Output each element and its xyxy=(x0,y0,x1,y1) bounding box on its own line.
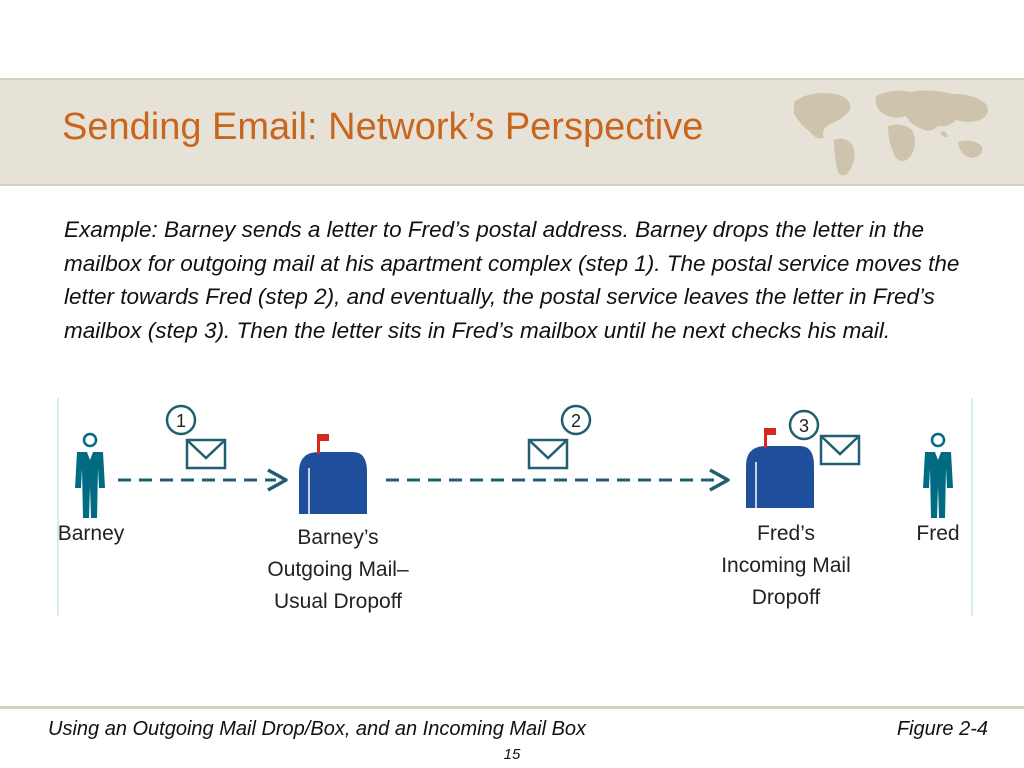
envelope-icon-step-1 xyxy=(185,438,227,470)
arrow-to-incoming-mailbox xyxy=(386,468,730,492)
slide-title: Sending Email: Network’s Perspective xyxy=(62,106,704,148)
step-1-marker: 1 xyxy=(165,404,197,436)
outgoing-label-line-1: Barney’s xyxy=(297,526,379,549)
step-3-label: 3 xyxy=(799,416,809,436)
outgoing-mailbox-icon xyxy=(298,433,368,515)
arrow-to-outgoing-mailbox xyxy=(118,468,288,492)
incoming-label-line-1: Fred’s xyxy=(757,522,815,545)
step-3-marker: 3 xyxy=(788,409,820,441)
world-map-icon xyxy=(794,90,988,176)
title-band: Sending Email: Network’s Perspective xyxy=(0,78,1024,186)
step-2-marker: 2 xyxy=(560,404,592,436)
outgoing-label-line-2: Outgoing Mail– xyxy=(267,558,409,581)
barney-person-icon xyxy=(73,432,107,520)
incoming-label-line-3: Dropoff xyxy=(751,586,821,609)
body-text: Example: Barney sends a letter to Fred’s… xyxy=(64,217,960,343)
envelope-icon-step-3 xyxy=(819,434,861,466)
barney-label: Barney xyxy=(57,522,125,545)
figure-caption: Using an Outgoing Mail Drop/Box, and an … xyxy=(48,718,587,740)
step-1-label: 1 xyxy=(176,411,186,431)
outgoing-mailbox-label: Barney’s Outgoing Mail– Usual Dropoff xyxy=(238,522,438,618)
figure-number: Figure 2-4 xyxy=(896,718,988,740)
incoming-label-line-2: Incoming Mail xyxy=(721,554,851,577)
mail-flow-diagram: 1 2 3 Barney Barney’s Outgoing Mail– Usu… xyxy=(56,398,974,616)
fred-label: Fred xyxy=(916,522,960,545)
page-number: 15 xyxy=(503,746,521,763)
envelope-icon-step-2 xyxy=(527,438,569,470)
step-2-label: 2 xyxy=(571,411,581,431)
incoming-mailbox-label: Fred’s Incoming Mail Dropoff xyxy=(686,518,886,614)
outgoing-label-line-3: Usual Dropoff xyxy=(273,590,402,613)
fred-person-icon xyxy=(921,432,955,520)
footer-divider xyxy=(0,706,1024,709)
